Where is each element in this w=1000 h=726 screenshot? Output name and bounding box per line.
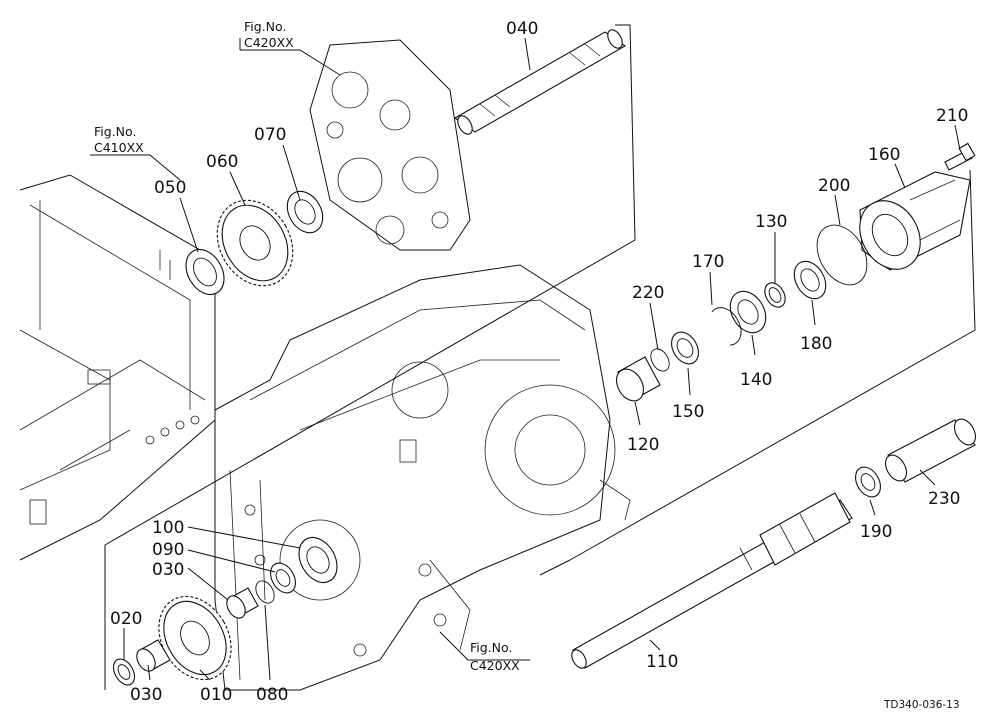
bearing-100 [298, 536, 338, 584]
part-label-230: 230 [928, 489, 960, 509]
bearing-070 [286, 190, 324, 234]
central-housing-drawing [214, 264, 631, 691]
part-label-180: 180 [800, 334, 832, 354]
part-label-020: 020 [110, 609, 142, 629]
part-label-190: 190 [860, 522, 892, 542]
part-label-200: 200 [818, 176, 850, 196]
part-label-160: 160 [868, 145, 900, 165]
figure-ref-top: Fig.No. C420XX [244, 19, 294, 50]
bearing-050 [185, 248, 225, 296]
left-case-drawing [19, 174, 216, 561]
shaft-040 [453, 29, 627, 135]
part-label-050: 050 [154, 178, 186, 198]
needle-bearing-030-upper [226, 587, 259, 619]
figure-ref-bottom-line1: Fig.No. [470, 640, 512, 655]
bolt-210 [944, 142, 976, 171]
part-label-150: 150 [672, 402, 704, 422]
part-label-010: 010 [200, 685, 232, 705]
figure-ref-left-line2: C410XX [94, 140, 144, 155]
part-label-070: 070 [254, 125, 286, 145]
ring-190 [855, 466, 881, 498]
o-ring-200 [816, 224, 868, 286]
part-label-030-lower: 030 [130, 685, 162, 705]
part-label-210: 210 [936, 106, 968, 126]
part-label-120: 120 [627, 435, 659, 455]
part-label-040: 040 [506, 19, 538, 39]
leader-lines [90, 37, 961, 681]
part-label-110: 110 [646, 652, 678, 672]
bearing-150 [671, 331, 699, 365]
part-labels: 040 070 060 050 210 160 200 130 170 220 … [110, 19, 968, 705]
figure-ref-left-line1: Fig.No. [94, 124, 136, 139]
part-label-170: 170 [692, 252, 724, 272]
needle-bearing-030-lower [136, 639, 171, 672]
figure-ref-bottom: Fig.No. C420XX [470, 640, 520, 673]
sleeve-120 [616, 356, 661, 402]
assembly-reference-lines [104, 24, 976, 690]
part-label-140: 140 [740, 370, 772, 390]
part-label-060: 060 [206, 152, 238, 172]
top-cover-plate-drawing [309, 39, 471, 251]
snap-ring-220 [650, 348, 670, 372]
figure-ref-bottom-line2: C420XX [470, 658, 520, 673]
part-label-220: 220 [632, 283, 664, 303]
collar-090 [270, 562, 296, 594]
ring-130 [764, 282, 786, 308]
collar-230 [884, 418, 977, 483]
part-label-090: 090 [152, 540, 184, 560]
part-label-130: 130 [755, 212, 787, 232]
cover-160 [859, 171, 971, 271]
washer-020 [112, 658, 136, 686]
part-label-030-upper: 030 [152, 560, 184, 580]
diagram-code: TD340-036-13 [883, 699, 960, 711]
snap-ring-080 [255, 580, 275, 604]
figure-ref-top-line2: C420XX [244, 35, 294, 50]
figure-ref-left: Fig.No. C410XX [94, 124, 144, 155]
shaft-110 [571, 492, 853, 669]
snap-ring-170 [711, 307, 742, 346]
figure-ref-top-line1: Fig.No. [244, 19, 286, 34]
gear-060 [216, 199, 294, 287]
part-label-100: 100 [152, 518, 184, 538]
part-label-080: 080 [256, 685, 288, 705]
seal-180 [793, 260, 827, 300]
